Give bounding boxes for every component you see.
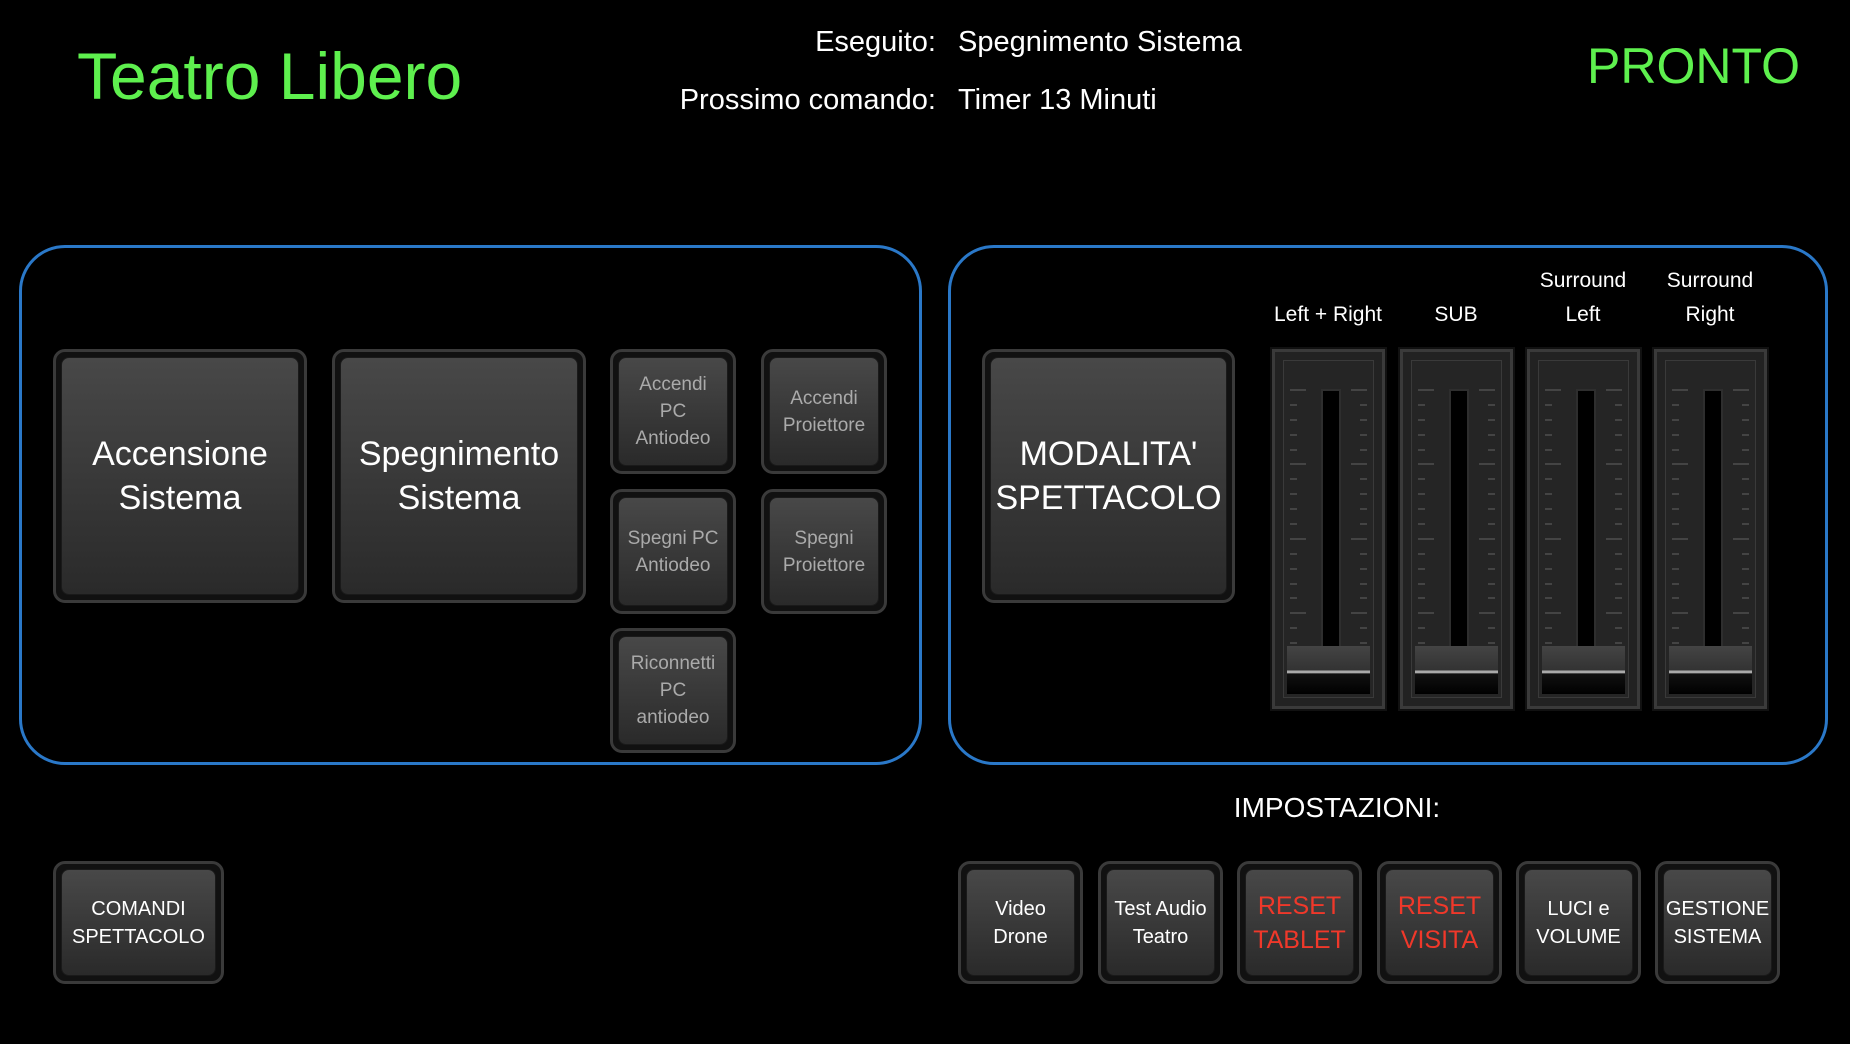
volume-fader[interactable] [1398,347,1515,711]
fader-label: Surround Right [1666,269,1754,326]
settings-heading: IMPOSTAZIONI: [1233,792,1441,823]
fader-thumb[interactable] [1287,646,1370,694]
reset-visit-button[interactable]: RESET VISITA [1377,861,1502,984]
fader-thumb[interactable] [1669,646,1752,694]
fader-track [1411,360,1502,698]
projector-on-button[interactable]: Accendi Proiettore [761,349,887,474]
power-on-button[interactable]: Accensione Sistema [53,349,307,603]
fader-track [1283,360,1374,698]
fader-scale [1477,389,1495,659]
projector-off-label: Spegni Proiettore [769,497,879,606]
audio-panel [948,245,1828,765]
fader-scale [1349,389,1367,659]
reset-visit-label: RESET VISITA [1385,869,1494,976]
volume-fader[interactable] [1525,347,1642,711]
fader-track [1538,360,1629,698]
fader-scale [1731,389,1749,659]
power-off-label: Spegnimento Sistema [340,357,578,595]
test-audio-button[interactable]: Test Audio Teatro [1098,861,1223,984]
video-drone-button[interactable]: Video Drone [958,861,1083,984]
volume-fader[interactable] [1270,347,1387,711]
lights-volume-button[interactable]: LUCI e VOLUME [1516,861,1641,984]
volume-fader[interactable] [1652,347,1769,711]
pc-off-label: Spegni PC Antiodeo [618,497,728,606]
fader-slot [1320,389,1341,657]
lights-volume-label: LUCI e VOLUME [1524,869,1633,976]
next-command-label: Prossimo comando: [679,84,936,116]
fader-track [1665,360,1756,698]
test-audio-label: Test Audio Teatro [1106,869,1215,976]
show-mode-label: MODALITA' SPETTACOLO [990,357,1227,595]
projector-on-label: Accendi Proiettore [769,357,879,466]
fader-thumb[interactable] [1542,646,1625,694]
power-on-label: Accensione Sistema [61,357,299,595]
fader-label: Surround Left [1539,269,1627,326]
pc-on-label: Accendi PC Antiodeo [618,357,728,466]
executed-value: Spegnimento Sistema [958,26,1242,58]
system-management-label: GESTIONE SISTEMA [1663,869,1772,976]
fader-label: SUB [1434,303,1478,326]
fader-scale [1418,389,1436,659]
pc-reconnect-label: Riconnetti PC antiodeo [618,636,728,745]
show-commands-button[interactable]: COMANDI SPETTACOLO [53,861,224,984]
app-title: Teatro Libero [77,39,463,113]
power-off-button[interactable]: Spegnimento Sistema [332,349,586,603]
status-indicator: PRONTO [1587,38,1800,94]
fader-scale [1290,389,1308,659]
system-management-button[interactable]: GESTIONE SISTEMA [1655,861,1780,984]
show-mode-button[interactable]: MODALITA' SPETTACOLO [982,349,1235,603]
pc-reconnect-button[interactable]: Riconnetti PC antiodeo [610,628,736,753]
fader-scale [1604,389,1622,659]
fader-label: Left + Right [1274,303,1382,326]
video-drone-label: Video Drone [966,869,1075,976]
projector-off-button[interactable]: Spegni Proiettore [761,489,887,614]
executed-label: Eseguito: [815,26,936,58]
fader-slot [1448,389,1469,657]
pc-on-button[interactable]: Accendi PC Antiodeo [610,349,736,474]
next-command-value: Timer 13 Minuti [958,84,1157,116]
fader-slot [1702,389,1723,657]
reset-tablet-button[interactable]: RESET TABLET [1237,861,1362,984]
fader-thumb[interactable] [1415,646,1498,694]
pc-off-button[interactable]: Spegni PC Antiodeo [610,489,736,614]
reset-tablet-label: RESET TABLET [1245,869,1354,976]
show-commands-label: COMANDI SPETTACOLO [61,869,216,976]
system-panel [19,245,922,765]
fader-slot [1575,389,1596,657]
fader-scale [1545,389,1563,659]
fader-scale [1672,389,1690,659]
